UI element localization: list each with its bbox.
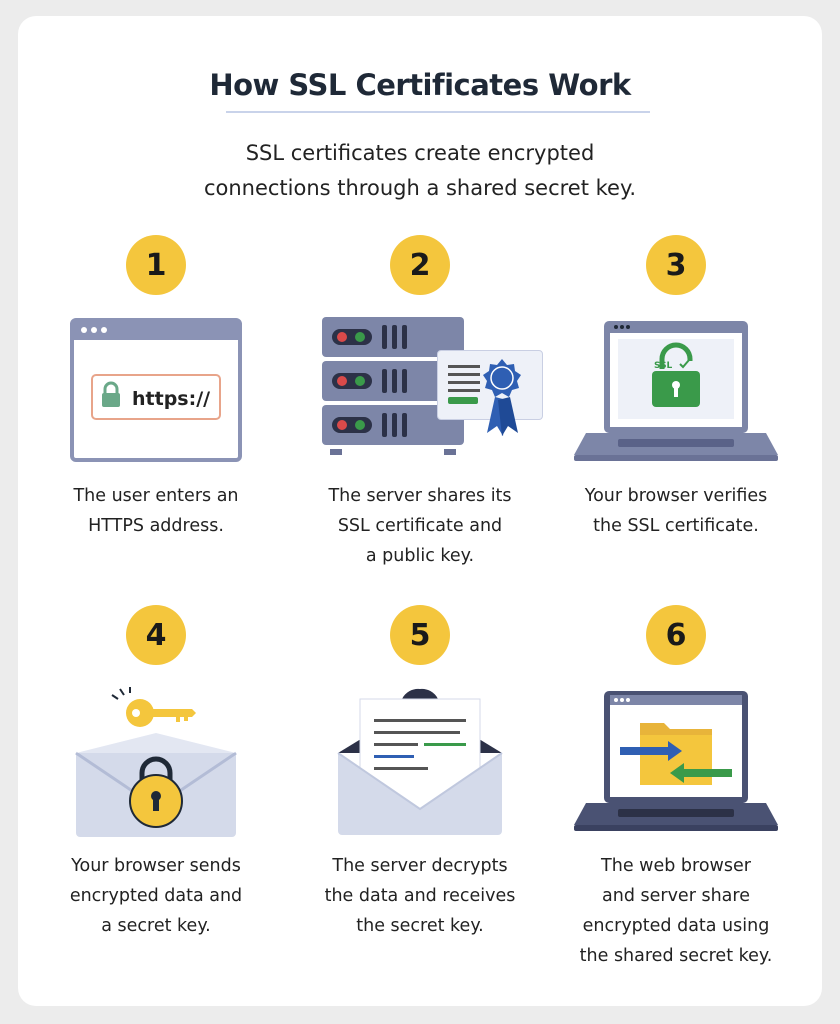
step-3-description: Your browser verifies the SSL certificat… xyxy=(546,481,806,541)
desc-line: encrypted data and xyxy=(69,886,243,906)
certificate-icon xyxy=(437,350,543,436)
padlock-icon xyxy=(129,756,183,828)
desc-line: the secret key. xyxy=(356,916,484,936)
step-number-badge: 1 xyxy=(126,235,186,295)
step-number-badge: 4 xyxy=(126,605,186,665)
server-certificate-icon xyxy=(322,317,543,455)
desc-line: HTTPS address. xyxy=(88,516,224,536)
step-6-description: The web browser and server share encrypt… xyxy=(546,851,806,971)
title-underline xyxy=(226,111,650,113)
desc-line: a secret key. xyxy=(101,916,211,936)
open-envelope-icon xyxy=(337,688,503,835)
step-number-badge: 2 xyxy=(390,235,450,295)
step-1-description: The user enters an HTTPS address. xyxy=(26,481,286,541)
infographic-card: How SSL Certificates Work SSL certificat… xyxy=(18,16,822,1006)
step-5-description: The server decrypts the data and receive… xyxy=(290,851,550,941)
step-number-badge: 3 xyxy=(646,235,706,295)
desc-line: and server share xyxy=(602,886,750,906)
desc-line: a public key. xyxy=(365,546,475,566)
browser-window-icon: https:// xyxy=(70,318,242,462)
desc-line: Your browser sends xyxy=(71,856,241,876)
desc-line: The server decrypts xyxy=(332,856,508,876)
page-title: How SSL Certificates Work xyxy=(209,68,631,102)
ssl-lock-icon: SSL xyxy=(652,342,700,407)
laptop-icon xyxy=(574,691,778,831)
url-text: https:// xyxy=(132,388,210,410)
laptop-icon: SSL xyxy=(574,321,778,461)
step-number-badge: 6 xyxy=(646,605,706,665)
desc-line: the data and receives xyxy=(324,886,516,906)
desc-line: the shared secret key. xyxy=(579,946,773,966)
locked-envelope-icon xyxy=(75,687,237,837)
subtitle-line-2: connections through a shared secret key. xyxy=(203,176,637,200)
desc-line: Your browser verifies xyxy=(584,486,768,506)
desc-line: The user enters an xyxy=(73,486,239,506)
desc-line: The web browser xyxy=(601,856,751,876)
desc-line: encrypted data using xyxy=(582,916,770,936)
subtitle: SSL certificates create encrypted connec… xyxy=(18,136,822,206)
desc-line: the SSL certificate. xyxy=(593,516,759,536)
server-rack-icon xyxy=(322,317,464,455)
green-arrow-icon xyxy=(670,763,732,783)
key-icon xyxy=(111,687,196,727)
desc-line: The server shares its xyxy=(328,486,512,506)
step-4-description: Your browser sends encrypted data and a … xyxy=(26,851,286,941)
blue-arrow-icon xyxy=(620,741,682,761)
subtitle-line-1: SSL certificates create encrypted xyxy=(245,141,595,165)
desc-line: SSL certificate and xyxy=(337,516,503,536)
step-number-badge: 5 xyxy=(390,605,450,665)
step-2-description: The server shares its SSL certificate an… xyxy=(290,481,550,571)
ssl-label: SSL xyxy=(654,361,673,371)
padlock-icon xyxy=(102,381,120,407)
